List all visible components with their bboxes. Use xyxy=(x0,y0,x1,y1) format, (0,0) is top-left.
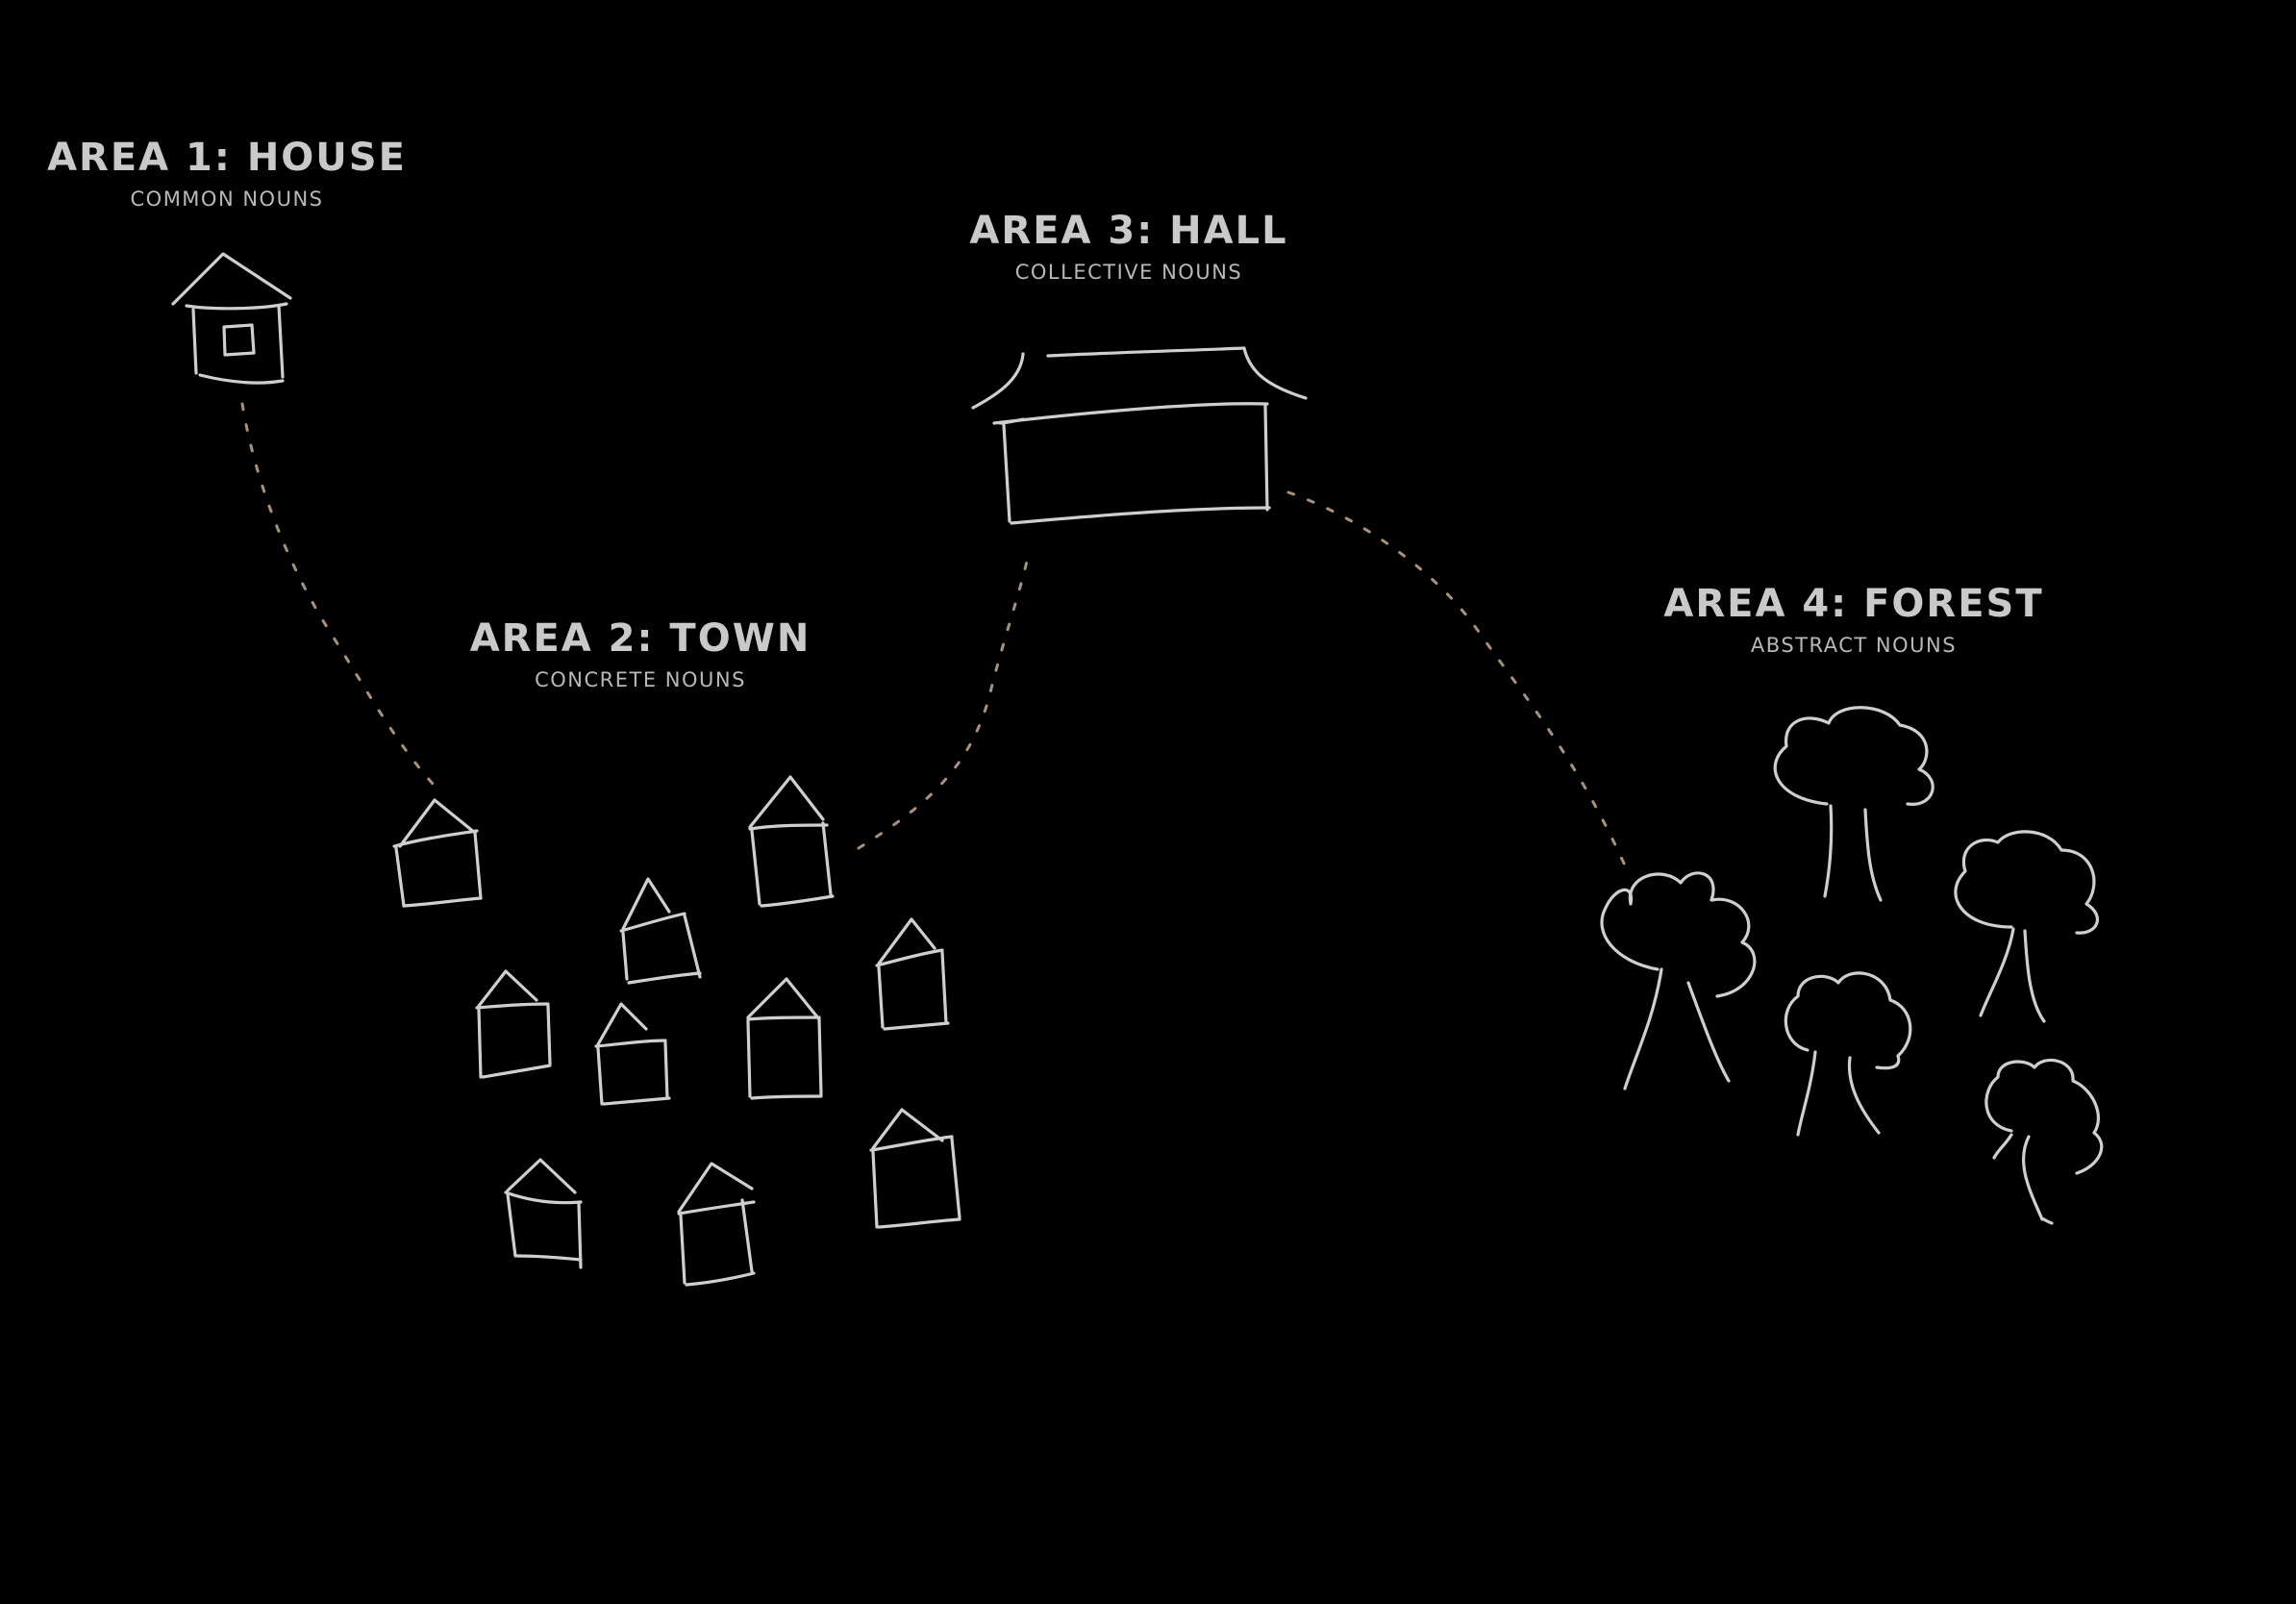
town-house-icon xyxy=(869,1108,961,1229)
town-house-icon xyxy=(677,1162,756,1287)
tree-icon xyxy=(1984,1058,2104,1225)
forest-trees xyxy=(1600,706,2104,1225)
tree-icon xyxy=(1954,830,2099,1023)
area-3-title: Area 3: Hall xyxy=(969,209,1288,253)
tree-icon xyxy=(1784,971,1912,1137)
area-4-label: Area 4: Forest Abstract Nouns xyxy=(1663,581,2043,658)
town-house-icon xyxy=(392,798,483,908)
area-2-title: Area 2: Town xyxy=(469,616,811,661)
path-hall-to-forest xyxy=(1286,490,1627,867)
area-2-subtitle: Concrete Nouns xyxy=(535,668,746,691)
tree-icon xyxy=(1600,871,1757,1090)
town-house-icon xyxy=(875,917,950,1031)
hall-icon xyxy=(971,346,1308,525)
area-1-subtitle: Common Nouns xyxy=(130,188,324,211)
town-house-icon xyxy=(594,1002,671,1106)
area-4-title: Area 4: Forest xyxy=(1663,582,2044,626)
town-house-icon xyxy=(619,877,702,985)
area-3-subtitle: Collective Nouns xyxy=(1014,261,1243,284)
area-2-label: Area 2: Town Concrete Nouns xyxy=(470,615,811,692)
tree-icon xyxy=(1773,706,1934,902)
town-house-icon xyxy=(504,1158,583,1269)
area-4-subtitle: Abstract Nouns xyxy=(1750,634,1958,657)
town-house-icon xyxy=(746,977,823,1100)
path-town-to-hall xyxy=(857,551,1031,850)
town-houses xyxy=(392,775,961,1287)
area-1-title: Area 1: House xyxy=(47,136,407,180)
town-house-icon xyxy=(475,969,552,1079)
area-3-label: Area 3: Hall Collective Nouns xyxy=(969,208,1287,285)
house-icon xyxy=(171,252,292,385)
town-house-icon xyxy=(748,775,835,908)
path-house-to-town xyxy=(240,402,435,786)
area-1-label: Area 1: House Common Nouns xyxy=(47,135,407,212)
